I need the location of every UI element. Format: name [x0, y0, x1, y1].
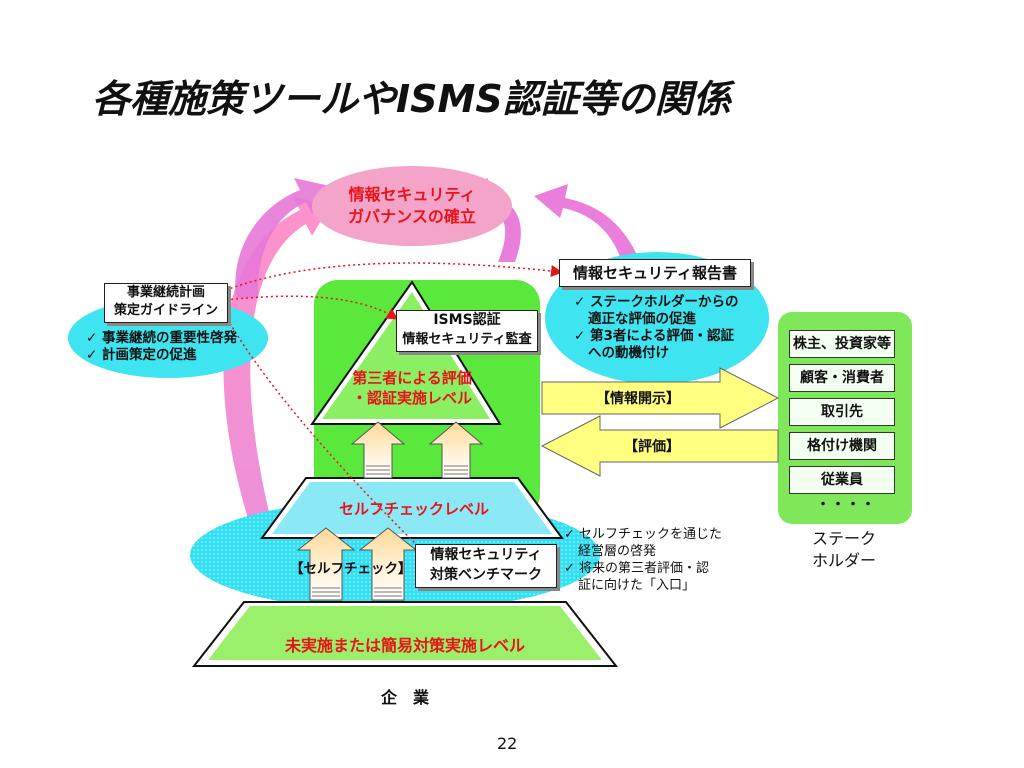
self-check-fill [272, 482, 552, 534]
bcp-guideline-box: 事業継続計画 策定ガイドライン [104, 283, 228, 323]
base-level-fill [208, 606, 602, 660]
report-checklist: ✓ ステークホルダーからの 適正な評価の促進 ✓ 第3者による評価・認証 への動… [574, 294, 739, 361]
up-arrow-1 [350, 421, 406, 479]
evaluation-label: 【評価】 [624, 439, 680, 455]
stakeholder-employees: 従業員 [789, 466, 895, 494]
self-check-notes: ✓ セルフチェックを通じた 経営層の啓発 ✓ 将来の第三者評価・認 証に向けた「… [564, 527, 723, 593]
up-arrow-4 [358, 527, 418, 601]
third-party-triangle-fill [322, 292, 490, 419]
stakeholder-more: ・・・・ [816, 497, 876, 513]
up-arrow-2 [428, 421, 484, 479]
bcp-checklist: ✓ 事業継続の重要性啓発 ✓ 計画策定の促進 [86, 330, 238, 363]
self-check-label: 【セルフチェック】 [290, 561, 412, 577]
third-party-level-label: 第三者による評価 ・認証実施レベル [351, 369, 472, 407]
isms-box: ISMS認証 情報セキュリティ監査 [396, 310, 538, 352]
governance-text: 情報セキュリティ ガバナンスの確立 [348, 185, 476, 226]
self-check-level-label: セルフチェックレベル [338, 500, 489, 518]
connector-bcp-to-report [225, 262, 563, 291]
base-level-label: 未実施または簡易対策実施レベル [284, 636, 525, 655]
company-label: 企 業 [380, 688, 429, 707]
connector-bcp-to-isms [225, 295, 399, 320]
benchmark-box: 情報セキュリティ 対策ベンチマーク [415, 544, 557, 588]
governance-ellipse [312, 166, 512, 246]
page-title: 各種施策ツールやISMS認証等の関係 [92, 77, 731, 121]
up-arrow-3 [296, 527, 356, 601]
governance-arrow-far-right [534, 184, 640, 262]
stakeholder-partners: 取引先 [789, 398, 895, 426]
stakeholder-rating-agencies: 格付け機関 [789, 432, 895, 460]
disclosure-label: 【情報開示】 [596, 391, 680, 407]
stakeholder-label: ステーク ホルダー [811, 529, 876, 570]
security-report-box: 情報セキュリティ報告書 [559, 259, 751, 287]
evaluation-arrow [540, 415, 779, 477]
governance-arrow-left-inner [235, 178, 330, 298]
stakeholder-customers: 顧客・消費者 [789, 364, 895, 392]
disclosure-arrow [541, 367, 780, 429]
page-number: 22 [497, 734, 518, 753]
stakeholder-shareholders: 株主、投資家等 [789, 330, 895, 358]
